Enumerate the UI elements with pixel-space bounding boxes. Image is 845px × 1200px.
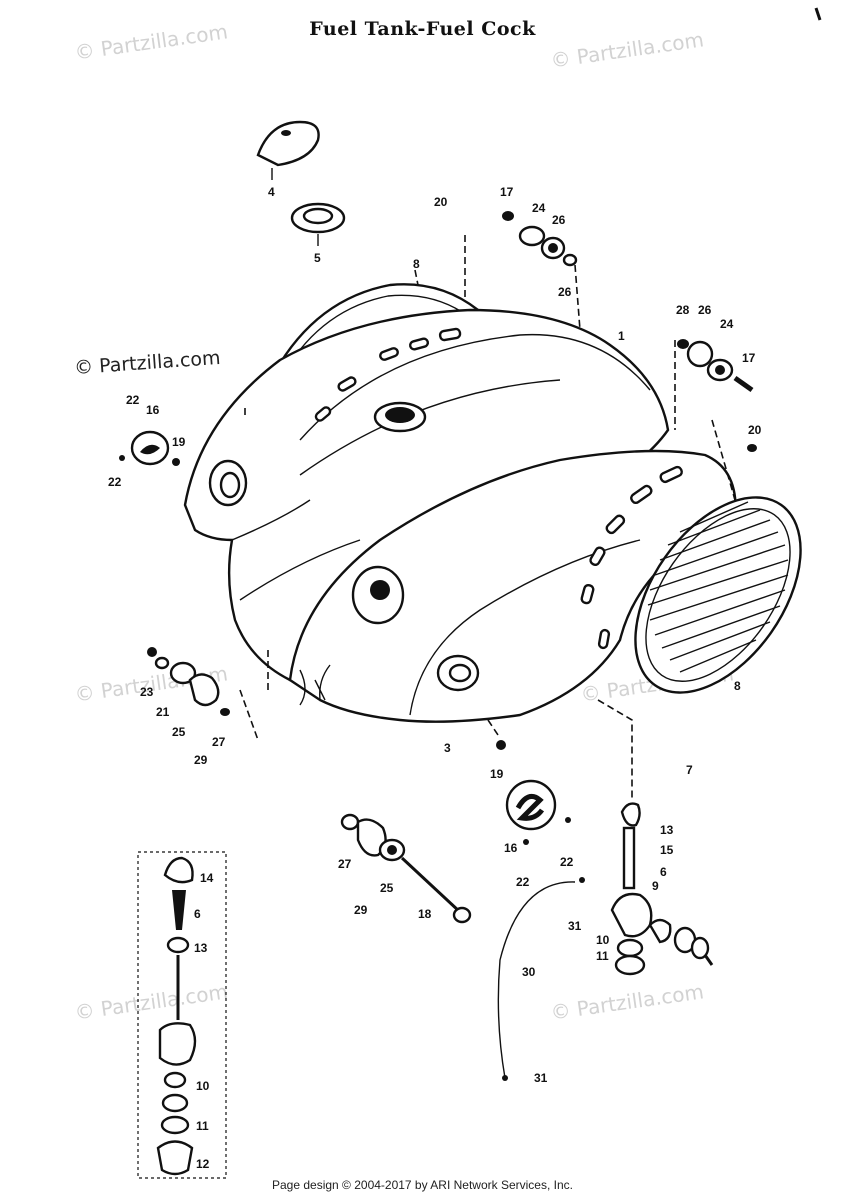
callout: 31 [534, 1071, 548, 1085]
grille-part [634, 496, 802, 694]
callout: 22 [516, 875, 530, 889]
callout: 14 [200, 871, 214, 885]
callout: 13 [194, 941, 208, 955]
callout: 10 [596, 933, 610, 947]
callout: 24 [532, 201, 546, 215]
callout: 28 [676, 303, 690, 317]
callout: 19 [490, 767, 504, 781]
callout: 26 [558, 285, 572, 299]
callout: 23 [140, 685, 154, 699]
mount-hardware-right [677, 339, 757, 452]
callout: 25 [172, 725, 186, 739]
callout: 9 [652, 879, 659, 893]
callout: 6 [660, 865, 667, 879]
mount-hardware-left [147, 647, 230, 716]
callout: 4 [268, 185, 275, 199]
callout: 26 [698, 303, 712, 317]
callout: 11 [596, 949, 609, 963]
callout: 30 [522, 965, 536, 979]
callout-labels: 4 5 20 8 17 24 26 26 1 28 26 24 17 20 22… [108, 185, 762, 1171]
inset-fuel-cock [137, 851, 227, 1179]
fuel-cock-assembly [497, 802, 714, 1081]
callout: 8 [413, 257, 420, 271]
callout: 25 [380, 881, 394, 895]
leader-lines [239, 235, 736, 800]
left-emblem-part [119, 430, 180, 466]
callout: 27 [212, 735, 226, 749]
callout: 12 [196, 1157, 210, 1171]
callout: 31 [568, 919, 582, 933]
callout: 3 [444, 741, 451, 755]
callout: 8 [734, 679, 741, 693]
right-emblem-part [496, 740, 571, 845]
bolt-assembly-part [340, 813, 472, 924]
callout: 26 [552, 213, 566, 227]
callout: 20 [434, 195, 448, 209]
callout: 22 [126, 393, 140, 407]
callout: 16 [504, 841, 518, 855]
callout: 10 [196, 1079, 210, 1093]
callout: 19 [172, 435, 186, 449]
callout: 11 [196, 1119, 209, 1133]
cap-gasket-part [290, 202, 346, 246]
callout: 24 [720, 317, 734, 331]
callout: 29 [354, 903, 368, 917]
corner-mark [814, 7, 822, 21]
callout: 13 [660, 823, 674, 837]
callout: 17 [500, 185, 514, 199]
callout: 1 [618, 329, 625, 343]
fuel-cap-part [256, 120, 320, 180]
callout: 21 [156, 705, 170, 719]
callout: 29 [194, 753, 208, 767]
callout: 15 [660, 843, 674, 857]
callout: 22 [108, 475, 122, 489]
callout: 20 [748, 423, 762, 437]
callout: 5 [314, 251, 321, 265]
callout: 16 [146, 403, 160, 417]
callout: 18 [418, 907, 432, 921]
callout: 17 [742, 351, 756, 365]
side-cover-part [288, 449, 737, 723]
mount-hardware-upper [502, 211, 578, 267]
callout: 6 [194, 907, 201, 921]
callout: 7 [686, 763, 693, 777]
diagram-title: Fuel Tank-Fuel Cock [309, 18, 536, 40]
page-footer: Page design © 2004-2017 by ARI Network S… [271, 1178, 573, 1192]
callout: 27 [338, 857, 352, 871]
callout: 22 [560, 855, 574, 869]
